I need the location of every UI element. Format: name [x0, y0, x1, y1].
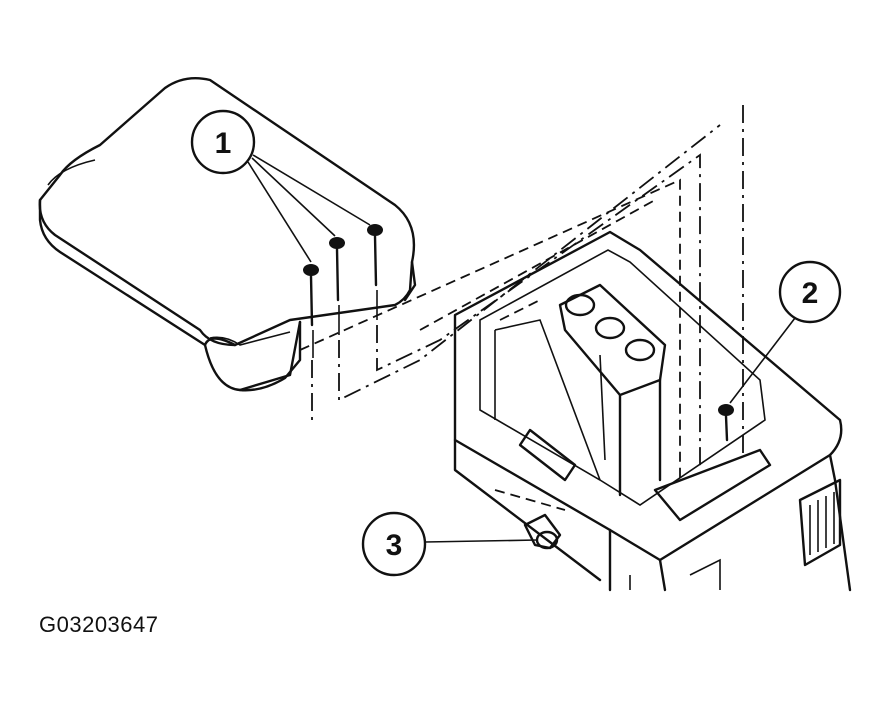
callout-1: 1: [190, 109, 371, 263]
lid-screws: [303, 224, 383, 358]
screw-icon: [367, 224, 383, 320]
clip-icon: [523, 513, 562, 550]
armrest-lid: [38, 77, 417, 392]
screw-icon: [718, 404, 734, 442]
screw-icon: [303, 264, 319, 358]
figure-id: G03203647: [39, 612, 159, 637]
callout-3: 3: [361, 511, 538, 577]
console-clip: [523, 513, 562, 550]
console-base: [453, 230, 852, 592]
screw-icon: [329, 237, 345, 335]
callout-2: 2: [729, 260, 842, 404]
assembly-lines: [299, 105, 744, 511]
callout-label: 3: [386, 529, 403, 562]
console-screw: [718, 404, 734, 442]
callout-label: 1: [215, 127, 232, 160]
callout-label: 2: [802, 277, 819, 310]
